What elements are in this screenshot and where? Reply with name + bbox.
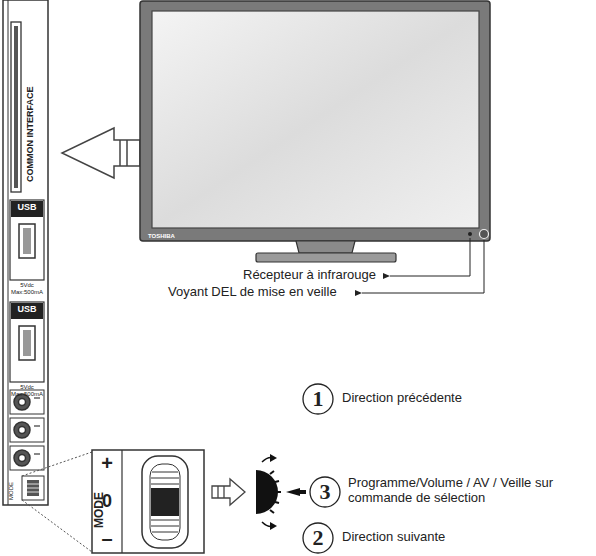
port-rating: 5Vdc Max:500mA (10, 384, 44, 398)
switch-sign: + (101, 452, 113, 475)
switch-label: MODE (8, 482, 15, 500)
port-label: USB (17, 202, 36, 212)
callout-text: Direction précédente (342, 391, 462, 406)
callout-number: 2 (313, 525, 324, 550)
slot-label: COMMON INTERFACE (25, 87, 35, 183)
callout-number: 3 (320, 479, 331, 504)
port-label: USB (17, 304, 36, 314)
part-label: Voyant DEL de mise en veille (168, 285, 337, 300)
part-label: Récepteur à infrarouge (243, 268, 376, 283)
switch-sign: 0 (102, 491, 112, 512)
switch-sign: – (101, 527, 112, 550)
brand-logo: TOSHIBA (148, 233, 175, 240)
port-rating: 5Vdc Max:500mA (10, 282, 44, 296)
callout-number: 1 (313, 386, 324, 411)
callout-text: Direction suivante (342, 530, 445, 545)
callout-text: Programme/Volume / AV / Veille sur comma… (348, 476, 580, 506)
